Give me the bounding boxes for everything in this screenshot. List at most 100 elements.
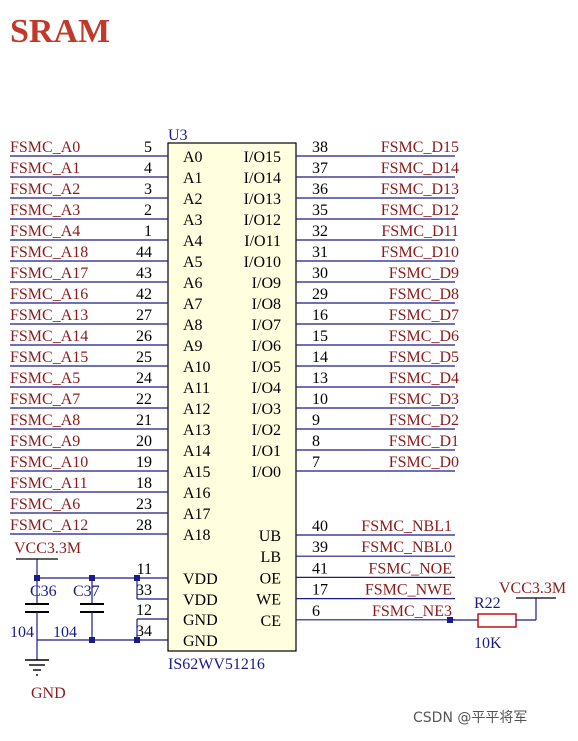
pin-number: 11 — [137, 561, 152, 578]
c36-value: 104 — [10, 624, 34, 641]
address-net-label: FSMC_A8 — [10, 412, 80, 429]
pin-number: 5 — [144, 139, 152, 156]
pin-label: I/O0 — [252, 464, 281, 481]
pin-label: I/O14 — [244, 170, 281, 187]
pin-number: 23 — [136, 496, 152, 513]
pin-number: 14 — [312, 349, 328, 366]
vcc-right-label: VCC3.3M — [499, 580, 566, 597]
pin-label: A0 — [183, 149, 203, 166]
pin-label: GND — [183, 633, 218, 650]
data-net-label: FSMC_D3 — [389, 391, 459, 408]
schematic-title: SRAM — [10, 13, 110, 50]
pin-label: A13 — [183, 422, 211, 439]
pin-label: A14 — [183, 443, 211, 460]
pin-number: 1 — [144, 223, 152, 240]
chip-part-number: IS62WV51216 — [168, 656, 265, 673]
data-net-label: FSMC_D12 — [381, 202, 459, 219]
pin-number: 16 — [312, 307, 328, 324]
pin-label: A12 — [183, 401, 211, 418]
pin-label: GND — [183, 612, 218, 629]
junction-dot — [134, 575, 140, 581]
pin-label: VDD — [183, 592, 218, 609]
control-net-label: FSMC_NBL0 — [361, 539, 452, 556]
address-net-label: FSMC_A10 — [10, 454, 88, 471]
data-net-label: FSMC_D4 — [389, 370, 459, 387]
pin-label: A9 — [183, 338, 203, 355]
pin-number: 20 — [136, 433, 152, 450]
data-net-label: FSMC_D1 — [389, 433, 459, 450]
pin-number: 44 — [136, 244, 152, 261]
control-net-label: FSMC_NOE — [368, 560, 452, 577]
pin-label: A6 — [183, 275, 203, 292]
data-net-label: FSMC_D7 — [389, 307, 459, 324]
pin-label: A4 — [183, 233, 203, 250]
pin-label: A8 — [183, 317, 203, 334]
data-net-label: FSMC_D10 — [381, 244, 459, 261]
address-net-label: FSMC_A17 — [10, 265, 88, 282]
pin-number: 3 — [144, 181, 152, 198]
pin-number: 4 — [144, 160, 152, 177]
pin-number: 41 — [312, 560, 328, 577]
pin-label: A5 — [183, 254, 203, 271]
pin-label: I/O7 — [252, 317, 281, 334]
pin-number: 39 — [312, 539, 328, 556]
pin-number: 12 — [136, 602, 152, 619]
pin-label: I/O11 — [244, 233, 281, 250]
pin-number: 37 — [312, 160, 328, 177]
junction-dot — [447, 617, 453, 623]
address-net-label: FSMC_A2 — [10, 181, 80, 198]
pin-number: 29 — [312, 286, 328, 303]
address-net-label: FSMC_A14 — [10, 328, 88, 345]
pin-label: UB — [259, 528, 281, 545]
data-net-label: FSMC_D0 — [389, 454, 459, 471]
pin-label: I/O15 — [244, 149, 281, 166]
control-net-label: FSMC_NE3 — [372, 603, 452, 620]
address-net-label: FSMC_A18 — [10, 244, 88, 261]
pin-number: 43 — [136, 265, 152, 282]
pin-number: 22 — [136, 391, 152, 408]
data-net-label: FSMC_D6 — [389, 328, 459, 345]
address-net-label: FSMC_A1 — [10, 160, 80, 177]
watermark-text: CSDN @平平将军 — [413, 710, 527, 726]
chip-body — [167, 142, 297, 652]
pin-number: 25 — [136, 349, 152, 366]
address-net-label: FSMC_A15 — [10, 349, 88, 366]
junction-dot — [89, 637, 95, 643]
address-net-label: FSMC_A0 — [10, 139, 80, 156]
pin-label: A16 — [183, 485, 211, 502]
r22-body — [477, 613, 517, 628]
pin-label: LB — [261, 549, 281, 566]
address-net-label: FSMC_A11 — [10, 475, 88, 492]
pin-number: 10 — [312, 391, 328, 408]
data-net-label: FSMC_D14 — [381, 160, 459, 177]
pin-label: I/O6 — [252, 338, 281, 355]
pin-number: 27 — [136, 307, 152, 324]
pin-label: WE — [256, 592, 281, 609]
pin-label: A15 — [183, 464, 211, 481]
pin-number: 30 — [312, 265, 328, 282]
pin-label: CE — [261, 613, 281, 630]
pin-number: 13 — [312, 370, 328, 387]
address-net-label: FSMC_A7 — [10, 391, 80, 408]
pin-number: 31 — [312, 244, 328, 261]
address-net-label: FSMC_A9 — [10, 433, 80, 450]
pin-label: I/O10 — [244, 254, 281, 271]
pin-number: 33 — [136, 582, 152, 599]
address-net-label: FSMC_A16 — [10, 286, 88, 303]
c36-ref: C36 — [30, 583, 57, 600]
address-net-label: FSMC_A4 — [10, 223, 80, 240]
pin-label: I/O8 — [252, 296, 281, 313]
pin-number: 17 — [312, 582, 328, 599]
data-net-label: FSMC_D9 — [389, 265, 459, 282]
pin-label: A11 — [183, 380, 210, 397]
pin-number: 2 — [144, 202, 152, 219]
address-net-label: FSMC_A3 — [10, 202, 80, 219]
pin-number: 15 — [312, 328, 328, 345]
pin-number: 18 — [136, 475, 152, 492]
r22-ref: R22 — [474, 595, 501, 612]
pin-number: 24 — [136, 370, 152, 387]
pin-number: 9 — [312, 412, 320, 429]
